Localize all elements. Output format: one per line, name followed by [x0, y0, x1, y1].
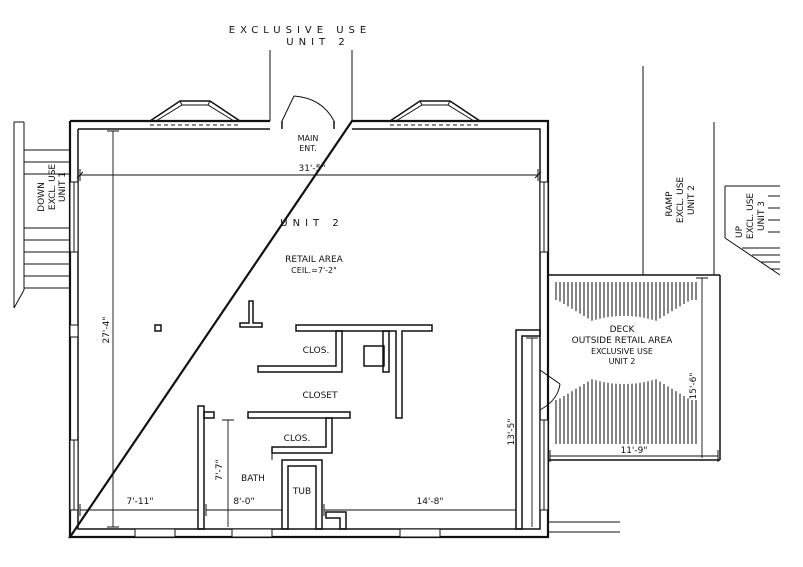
up-label: UP: [735, 225, 745, 238]
closet-upper-label: CLOS.: [303, 346, 330, 356]
deck-label-clearing: [562, 316, 686, 384]
exclusive-use-top-label: EXCLUSIVE USE: [229, 25, 371, 36]
down-excl-use-label: EXCL. USE: [48, 164, 58, 211]
ramp-excl-use-label: EXCL. USE: [676, 177, 686, 224]
bath-label: BATH: [241, 474, 265, 484]
down-label: DOWN: [37, 182, 47, 212]
interior-partitions: [197, 324, 541, 530]
exclusive-use-top-unit-label: UNIT 2: [286, 37, 349, 48]
height-dimension-label: 27'-4": [102, 316, 112, 343]
up-unit-label: UNIT 3: [757, 201, 767, 231]
columns: [154, 300, 263, 332]
bay-window-left: [149, 100, 241, 126]
deck-outline: [548, 274, 721, 461]
left-wall-windows: [69, 181, 79, 511]
right-lower-dimension-line: [526, 337, 538, 527]
tub-label: TUB: [292, 487, 311, 497]
deck-height-dimension-label: 15'-6": [689, 372, 699, 399]
main-entrance-label: MAIN: [298, 134, 319, 143]
bath-height-dimension-label: 7'-7": [215, 459, 225, 480]
up-excl-use-label: EXCL. USE: [746, 193, 756, 240]
deck-steps: [547, 460, 620, 537]
main-entrance-label-2: ENT.: [299, 144, 317, 153]
deck-hatching: [555, 282, 697, 444]
ramp: [642, 66, 715, 275]
exterior-walls: [67, 119, 550, 539]
ramp-unit-label: UNIT 2: [687, 185, 697, 215]
deck-outside-retail-label: OUTSIDE RETAIL AREA: [572, 336, 674, 346]
deck-unit-label: UNIT 2: [609, 357, 636, 366]
main-entrance-door: [281, 95, 335, 129]
deck-door: [539, 369, 561, 411]
retail-area-label: RETAIL AREA: [285, 255, 344, 265]
width-dimension-label: 31'-5": [298, 164, 325, 174]
deck-label: DECK: [610, 325, 636, 335]
right-stairs: [724, 185, 781, 276]
ramp-label: RAMP: [665, 191, 675, 217]
deck-width-dimension-line: [549, 450, 719, 462]
deck-height-dimension-line: [696, 277, 708, 458]
bath-width-dimension-label: 8'-0": [233, 497, 254, 507]
bay-window-right: [389, 100, 481, 126]
bottom-dimension-lines: [79, 504, 517, 516]
bath-height-dimension-line: [222, 419, 234, 527]
height-dimension-line: [107, 130, 119, 528]
right-wall-windows: [539, 181, 549, 511]
unit-label: UNIT 2: [280, 218, 343, 229]
bottom-right-dimension-label: 14'-8": [416, 497, 443, 507]
bottom-wall-windows: [134, 528, 441, 538]
right-lower-dimension-label: 13'-5": [507, 418, 517, 445]
deck-width-dimension-label: 11'-9": [620, 446, 647, 456]
closet-label: CLOSET: [303, 391, 338, 401]
ceiling-height-label: CEIL.=7'-2": [291, 266, 337, 275]
bottom-left-dimension-label: 7'-11": [126, 497, 153, 507]
left-stairs: [13, 121, 70, 309]
width-dimension-line: [76, 169, 542, 181]
deck-exclusive-use-label: EXCLUSIVE USE: [591, 347, 653, 356]
down-unit-label: UNIT 1: [58, 172, 68, 202]
closet-lower-label: CLOS.: [284, 434, 311, 444]
